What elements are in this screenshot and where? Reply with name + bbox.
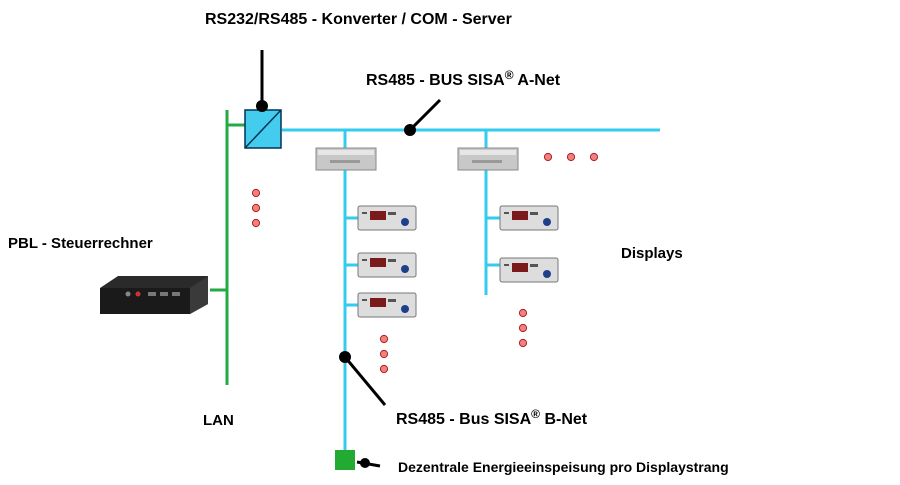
energy-pointer-dot bbox=[360, 458, 370, 468]
pbl-label: PBL - Steuerrechner bbox=[8, 235, 153, 252]
ellipsis-dots-branch-2 bbox=[518, 308, 528, 348]
bus-a-pointer bbox=[408, 98, 442, 132]
bus-b-pointer bbox=[343, 356, 387, 406]
display-device-1 bbox=[357, 205, 417, 231]
bus-b-label: RS485 - Bus SISA® B-Net bbox=[396, 407, 588, 428]
display-device-3 bbox=[357, 292, 417, 318]
displays-label: Displays bbox=[621, 245, 683, 262]
converter-box bbox=[244, 109, 282, 149]
bus-b-label-prefix: RS485 - Bus SISA bbox=[396, 411, 532, 428]
ellipsis-dots-lan bbox=[251, 188, 261, 228]
display-device-5 bbox=[499, 257, 559, 283]
bus-b-label-suffix: B-Net bbox=[540, 411, 588, 428]
bus-a-label-suffix: A-Net bbox=[514, 72, 561, 89]
control-computer bbox=[100, 276, 208, 314]
ellipsis-dots-branch-1 bbox=[379, 334, 389, 374]
bus-a-pointer-dot bbox=[404, 124, 416, 136]
energy-feed-block bbox=[335, 450, 355, 470]
converter-pointer-dot bbox=[256, 100, 268, 112]
lan-label: LAN bbox=[203, 412, 234, 429]
bus-a-label-prefix: RS485 - BUS SISA bbox=[366, 72, 505, 89]
bus-a-registered-mark: ® bbox=[505, 68, 514, 82]
converter-label: RS232/RS485 - Konverter / COM - Server bbox=[205, 11, 512, 28]
ellipsis-dots-bus-a bbox=[543, 152, 599, 162]
display-device-4 bbox=[499, 205, 559, 231]
bus-a-label: RS485 - BUS SISA® A-Net bbox=[366, 68, 561, 89]
display-device-2 bbox=[357, 252, 417, 278]
bus-module-2 bbox=[457, 147, 519, 171]
energy-label: Dezentrale Energieeinspeisung pro Displa… bbox=[398, 459, 729, 475]
bus-b-registered-mark: ® bbox=[531, 407, 540, 421]
bus-b-pointer-dot bbox=[339, 351, 351, 363]
bus-module-1 bbox=[315, 147, 377, 171]
